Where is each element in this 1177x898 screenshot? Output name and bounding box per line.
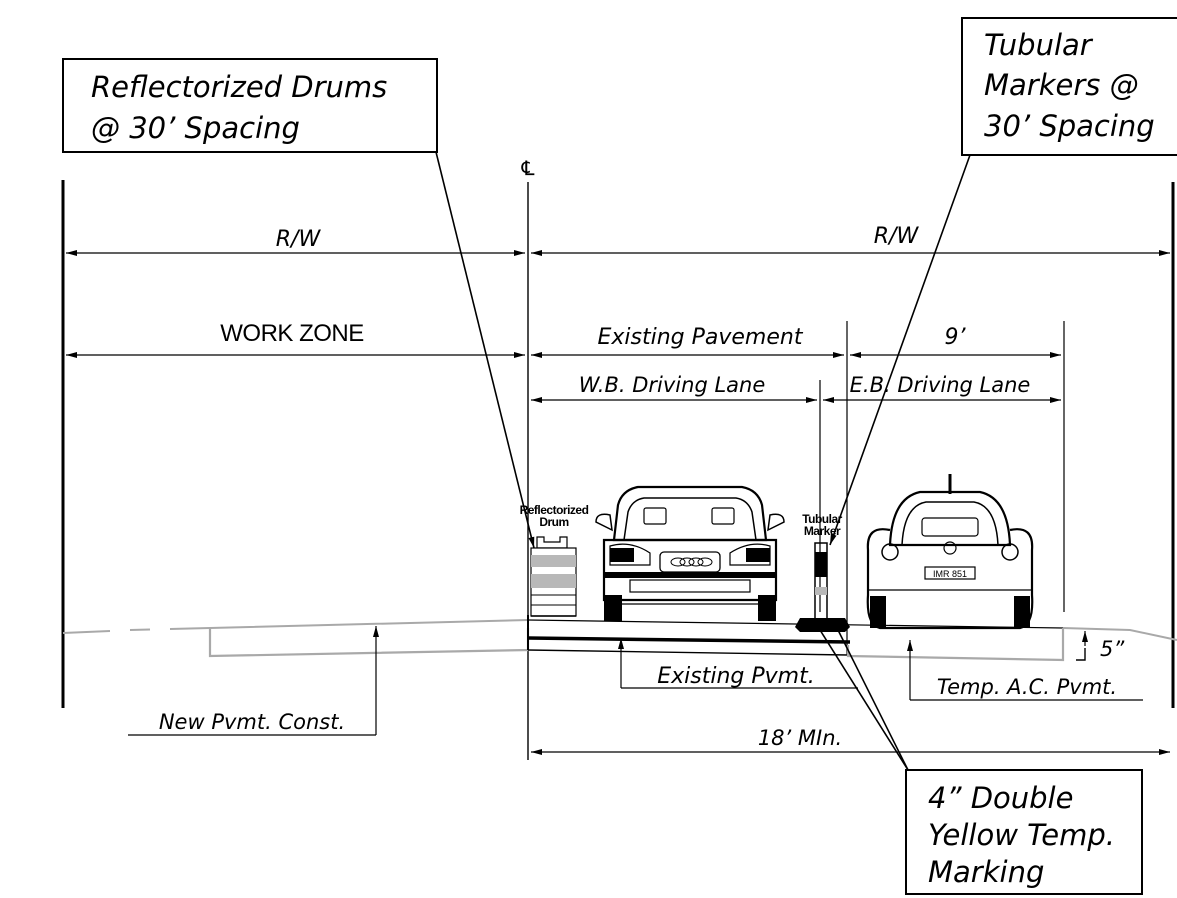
ground-line-right: [1062, 627, 1177, 641]
new-pavement-outline: [208, 628, 530, 658]
drums-callout-line-1: Reflectorized Drums: [91, 70, 387, 104]
eb-lane-label: E.B. Driving Lane: [850, 373, 1031, 397]
marking-callout-line-1: 4” Double: [928, 781, 1073, 815]
car-rear-view: IMR 851: [866, 474, 1034, 630]
marking-callout-line-2: Yellow Temp.: [928, 818, 1115, 852]
marker-title-line-1: Tubular: [802, 512, 842, 526]
ground-line-dashed-left: [62, 619, 529, 634]
wb-lane-label: W.B. Driving Lane: [579, 373, 766, 397]
existing-pavement-surface: [527, 636, 851, 644]
reflectorized-drum: [530, 536, 577, 617]
car-front-view: [595, 485, 785, 621]
markers-callout-box: [961, 17, 1177, 156]
existing-pavement-bottom: [527, 649, 849, 656]
drums-leader-line: [435, 151, 535, 549]
centerline-symbol: ℄: [521, 158, 535, 180]
marking-leader-line-1: [819, 629, 909, 771]
drum-title-line-1: Reflectorized: [520, 503, 589, 517]
five-inch-bracket: [1076, 648, 1086, 661]
five-inch-label: 5”: [1100, 637, 1125, 661]
drums-callout-line-2: @ 30’ Spacing: [91, 111, 300, 145]
rw-left-label: R/W: [276, 227, 322, 252]
drum-band-upper: [531, 555, 576, 567]
temp-ac-pvmt-label: Temp. A.C. Pvmt.: [937, 675, 1117, 699]
markers-callout-line-3: 30’ Spacing: [984, 109, 1155, 143]
markers-callout-line-1: Tubular: [984, 28, 1094, 62]
temp-ac-pavement-outline: [846, 628, 1065, 662]
tubular-marker: [795, 542, 850, 632]
marking-callout-line-3: Marking: [928, 855, 1044, 889]
existing-pvmt-label: Existing Pvmt.: [657, 664, 814, 689]
drums-callout-box: [62, 58, 438, 153]
rw-right-label: R/W: [874, 224, 920, 249]
nine-ft-label: 9’: [945, 325, 967, 350]
markers-callout-line-2: Markers @: [984, 68, 1139, 102]
eighteen-ft-label: 18’ MIn.: [758, 726, 842, 750]
existing-pavement-label: Existing Pavement: [598, 325, 804, 350]
marking-leader-line-2: [837, 629, 909, 771]
markers-leader-line: [829, 154, 971, 546]
existing-pavement-top: [527, 619, 1064, 629]
rear-plate-text: IMR 851: [933, 569, 967, 579]
marking-callout-box: [905, 769, 1143, 895]
work-zone-label: WORK ZONE: [220, 320, 364, 347]
pavement-section: [62, 615, 1177, 662]
drum-band-lower: [531, 574, 576, 588]
new-pvmt-label: New Pvmt. Const.: [159, 710, 345, 734]
drum-title-line-2: Drum: [539, 515, 568, 529]
